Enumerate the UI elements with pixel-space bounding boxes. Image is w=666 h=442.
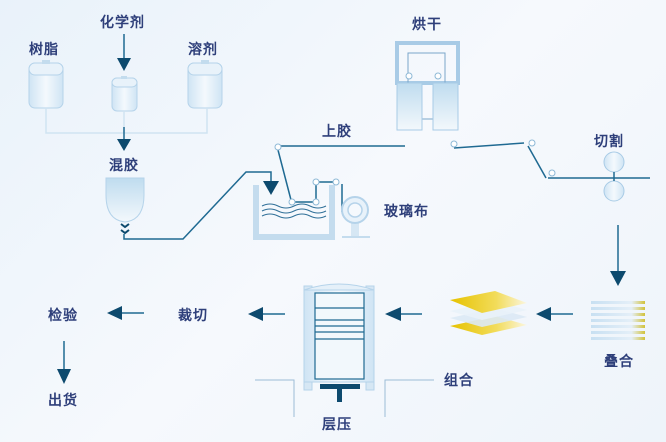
arrow-press-head — [385, 307, 401, 321]
cutter-rollers — [603, 151, 625, 202]
stacked-sheets — [591, 301, 645, 340]
label-laminating: 层压 — [322, 417, 352, 433]
resin-tank — [28, 60, 64, 109]
label-resin: 树脂 — [29, 42, 59, 58]
label-solvent: 溶剂 — [188, 42, 218, 58]
chemical-tank — [111, 76, 138, 112]
arrow-ship-head — [57, 369, 71, 384]
drying-oven — [395, 41, 460, 131]
arrow-trim-head — [248, 307, 263, 321]
label-trimming: 裁切 — [178, 308, 208, 324]
rollers — [274, 143, 340, 206]
label-chemical: 化学剂 — [100, 15, 145, 31]
label-inspection: 检验 — [48, 308, 78, 324]
label-combining: 组合 — [444, 373, 474, 389]
press-base-right — [384, 379, 434, 417]
arrow-stack-head — [610, 271, 626, 286]
combined-sheets — [450, 291, 527, 335]
label-shipping: 出货 — [48, 393, 78, 409]
glue-pipe-arrow — [263, 181, 279, 195]
tank-connector-line — [45, 108, 208, 134]
arrow-mix-head — [117, 139, 131, 151]
press-base-left — [255, 379, 295, 417]
label-gluing: 上胶 — [322, 124, 352, 140]
arrow-inspect-head — [107, 306, 122, 320]
prepreg-rollers — [450, 139, 556, 177]
valve-icon — [120, 223, 130, 235]
solvent-tank — [187, 60, 223, 109]
gluing-tank — [253, 185, 335, 240]
label-mixing: 混胶 — [109, 158, 139, 174]
label-drying: 烘干 — [412, 17, 442, 33]
mixing-vessel — [105, 177, 145, 223]
label-stacking: 叠合 — [604, 354, 634, 370]
laminating-press — [303, 283, 375, 402]
arrow-combine-head — [536, 307, 551, 321]
glue-pipe — [123, 171, 272, 240]
glass-cloth-path — [277, 145, 405, 212]
glass-cloth-roll — [341, 196, 370, 238]
label-glass-cloth: 玻璃布 — [384, 204, 429, 220]
arrow-chemical-head — [117, 58, 131, 71]
label-cutting: 切割 — [594, 134, 624, 150]
prepreg-path — [453, 142, 650, 179]
